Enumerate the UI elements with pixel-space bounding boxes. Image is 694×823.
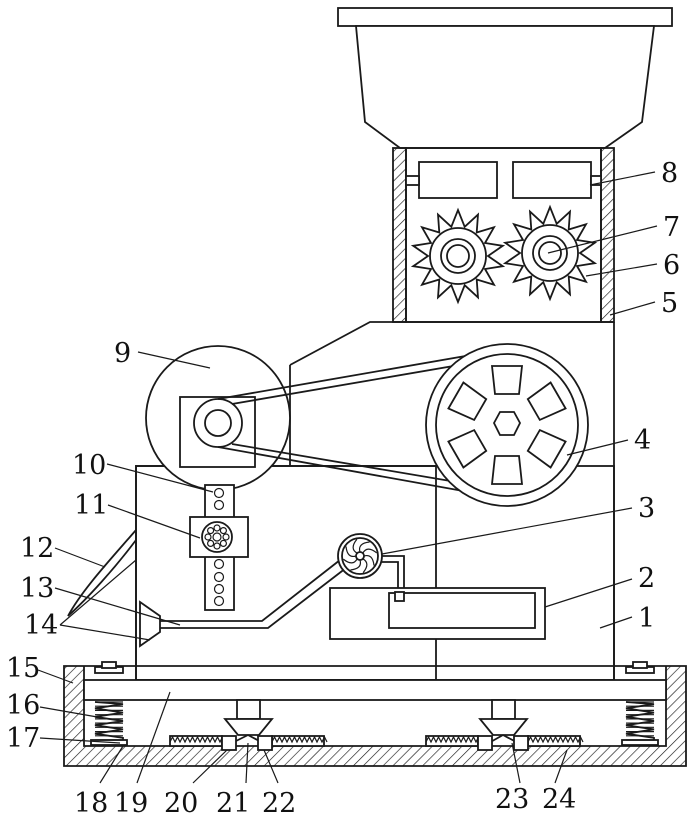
crushing-gear-left [413, 210, 503, 302]
label-12: 12 [20, 533, 54, 564]
crusher-motor-left [419, 162, 497, 198]
support-plate [84, 680, 666, 700]
blower-fan [338, 534, 382, 578]
label-23: 23 [495, 784, 529, 815]
label-7: 7 [663, 212, 680, 243]
label-13: 13 [20, 573, 54, 604]
drive-motor [146, 346, 290, 490]
label-1: 1 [638, 603, 655, 634]
collection-box [330, 588, 545, 639]
label-2: 2 [638, 563, 655, 594]
crusher-motor-right [513, 162, 591, 198]
label-10: 10 [72, 450, 106, 481]
label-20: 20 [164, 788, 198, 819]
label-18: 18 [74, 788, 108, 819]
adjuster-gear [202, 522, 232, 552]
label-6: 6 [663, 250, 680, 281]
label-11: 11 [74, 490, 108, 521]
large-pulley [426, 344, 588, 506]
hopper [338, 8, 672, 148]
outlet-guard [68, 530, 136, 616]
label-9: 9 [114, 338, 131, 369]
label-16: 16 [6, 690, 40, 721]
label-14: 14 [24, 610, 58, 641]
label-24: 24 [542, 784, 576, 815]
label-15: 15 [6, 653, 40, 684]
label-19: 19 [114, 788, 148, 819]
label-4: 4 [634, 425, 651, 456]
label-17: 17 [6, 723, 40, 754]
label-3: 3 [638, 493, 655, 524]
label-8: 8 [661, 158, 678, 189]
label-21: 21 [216, 788, 250, 819]
label-22: 22 [262, 788, 296, 819]
label-5: 5 [661, 288, 678, 319]
